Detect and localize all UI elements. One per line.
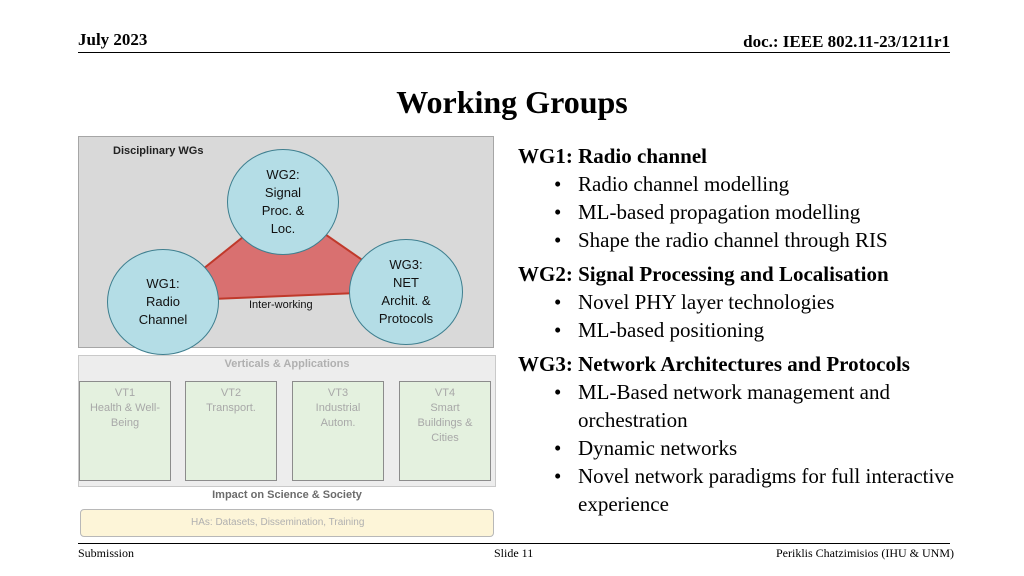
impact-label: Impact on Science & Society bbox=[212, 489, 362, 501]
list-item: Shape the radio channel through RIS bbox=[518, 226, 988, 254]
footer-author: Periklis Chatzimisios (IHU & UNM) bbox=[776, 546, 954, 560]
working-groups-diagram: Disciplinary WGs WG2: Signal Proc. & Loc… bbox=[78, 136, 496, 538]
wg3-block: WG3: Network Architectures and Protocols… bbox=[518, 350, 988, 518]
has-bar: HAs: Datasets, Dissemination, Training bbox=[80, 509, 494, 537]
wg3-title: WG3: Network Architectures and Protocols bbox=[518, 352, 910, 376]
verticals-label: Verticals & Applications bbox=[224, 358, 350, 370]
verticals-panel: Verticals & Applications VT1 Health & We… bbox=[78, 355, 496, 487]
list-item: ML-based positioning bbox=[518, 316, 988, 344]
vt1-box: VT1 Health & Well- Being bbox=[79, 381, 171, 481]
vt3-box: VT3 Industrial Autom. bbox=[292, 381, 384, 481]
wg1-block: WG1: Radio channel Radio channel modelli… bbox=[518, 142, 988, 254]
wg1-title: WG1: Radio channel bbox=[518, 144, 708, 168]
wg1-circle: WG1: Radio Channel bbox=[107, 249, 219, 355]
disciplinary-wgs-label: Disciplinary WGs bbox=[113, 145, 204, 157]
list-item: ML-based propagation modelling bbox=[518, 198, 988, 226]
footer-submission: Submission bbox=[78, 546, 135, 560]
working-groups-list: WG1: Radio channel Radio channel modelli… bbox=[518, 142, 988, 524]
list-item: Radio channel modelling bbox=[518, 170, 988, 198]
disciplinary-wgs-panel: Disciplinary WGs WG2: Signal Proc. & Loc… bbox=[78, 136, 494, 355]
wg2-circle: WG2: Signal Proc. & Loc. bbox=[227, 149, 339, 255]
vt2-box: VT2 Transport. bbox=[185, 381, 277, 481]
slide-title: Working Groups bbox=[396, 84, 628, 120]
header-date: July 2023 bbox=[78, 30, 148, 49]
header-rule bbox=[78, 52, 950, 53]
list-item: ML-Based network management and orchestr… bbox=[518, 378, 988, 434]
wg2-block: WG2: Signal Processing and Localisation … bbox=[518, 260, 988, 344]
inter-working-label: Inter-working bbox=[249, 299, 313, 311]
list-item: Novel PHY layer technologies bbox=[518, 288, 988, 316]
wg3-circle: WG3: NET Archit. & Protocols bbox=[349, 239, 463, 345]
header-doc-id: doc.: IEEE 802.11-23/1211r1 bbox=[743, 32, 950, 51]
footer-slide-number: Slide 11 bbox=[494, 546, 534, 560]
wg2-title: WG2: Signal Processing and Localisation bbox=[518, 262, 889, 286]
list-item: Dynamic networks bbox=[518, 434, 988, 462]
vt4-box: VT4 Smart Buildings & Cities bbox=[399, 381, 491, 481]
list-item: Novel network paradigms for full interac… bbox=[518, 462, 988, 518]
footer-rule bbox=[78, 543, 950, 544]
